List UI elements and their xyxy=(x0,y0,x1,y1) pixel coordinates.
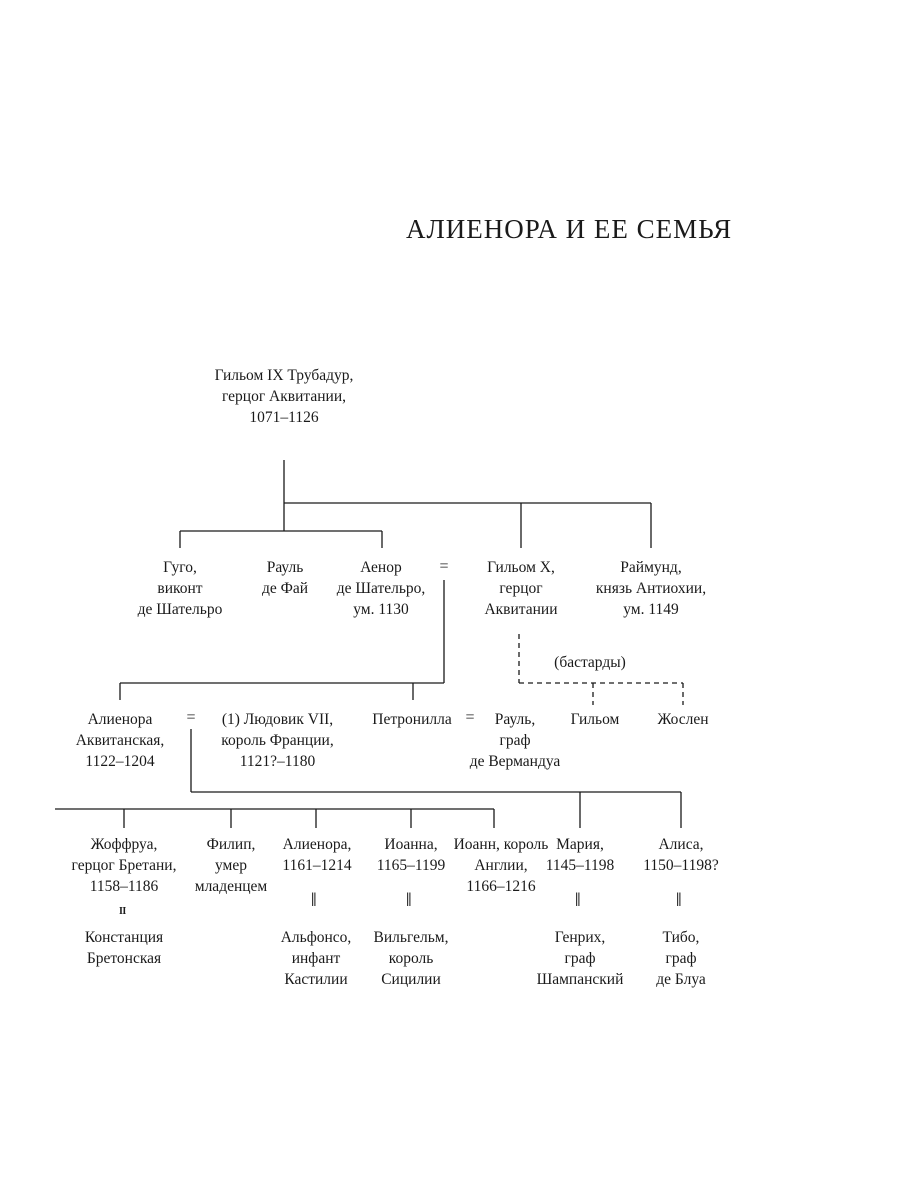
raymond: Раймунд,князь Антиохии,ум. 1149 xyxy=(595,559,707,618)
guilhem-ix: Гильом IX Трубадур,герцог Аквитании,1071… xyxy=(214,367,354,426)
marriage-equals: = xyxy=(465,709,475,726)
bastards-label: (бастарды) xyxy=(554,654,626,671)
marriage-mark: || xyxy=(406,891,412,907)
geoffrey: Жоффруа,герцог Бретани,1158–1186 xyxy=(71,836,177,895)
petronilla: Петронилла xyxy=(372,711,452,728)
louis-vii: (1) Людовик VII,король Франции,1121?–118… xyxy=(221,711,334,770)
marriage-equals: = xyxy=(439,558,449,575)
maria: Мария,1145–1198 xyxy=(545,836,615,874)
marriage-mark: || xyxy=(311,891,317,907)
joslen-bastard: Жослен xyxy=(657,711,709,728)
alisa: Алиса,1150–1198? xyxy=(643,836,719,874)
marriage-mark: II xyxy=(119,906,126,917)
joanna: Иоанна,1165–1199 xyxy=(376,836,446,874)
marriage-equals: = xyxy=(186,709,196,726)
marriage-mark: || xyxy=(676,891,682,907)
alienora-1161: Алиенора,1161–1214 xyxy=(282,836,352,874)
page-title: АЛИЕНОРА И ЕЕ СЕМЬЯ xyxy=(406,214,733,244)
guilhem-bastard: Гильом xyxy=(570,711,620,728)
marriage-mark: || xyxy=(575,891,581,907)
